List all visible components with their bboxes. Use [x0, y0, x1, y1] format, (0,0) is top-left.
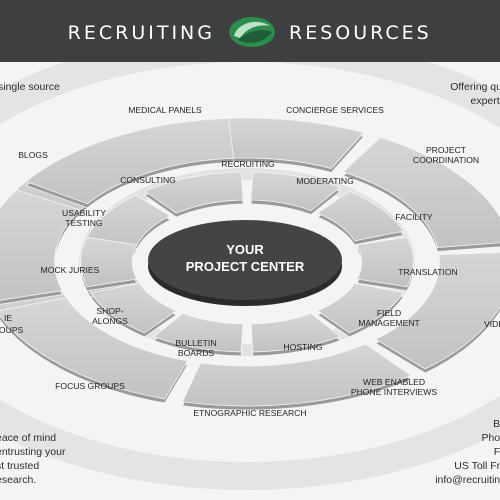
center-line-your: YOUR — [226, 242, 264, 257]
label-consulting: CONSULTING — [120, 175, 176, 185]
segment-translation — [316, 190, 405, 246]
segment-etnographic-research — [181, 343, 412, 411]
text-top-right-line: experti — [470, 95, 500, 107]
label-moderating: MODERATING — [296, 176, 354, 186]
label-bulletin-boards-1: BULLETIN — [175, 338, 216, 348]
segment-focus-groups — [0, 297, 189, 404]
segment-bulletin-boards — [250, 312, 341, 357]
label-translation: TRANSLATION — [398, 267, 458, 277]
label-shop-alongs-1: SHOP- — [96, 306, 123, 316]
label-medical-panels: MEDICAL PANELS — [128, 105, 202, 115]
center-ellipse: YOUR PROJECT CENTER — [148, 220, 342, 306]
text-top-left-line: single source — [0, 81, 60, 93]
segment-field-management — [356, 236, 414, 292]
brand-word-recruiting: RECRUITING — [67, 22, 215, 44]
label-concierge-services: CONCIERGE SERVICES — [286, 105, 384, 115]
segment-blogs — [25, 117, 235, 209]
label-project-coordination-1: PROJECT — [426, 145, 467, 155]
label-field-management-1: FIELD — [377, 308, 401, 318]
text-bottom-left-line: eace of mind — [0, 432, 57, 444]
segment-groups-partial — [0, 189, 82, 305]
header-bar: RECRUITING RESOURCES — [0, 0, 500, 62]
segment-shop-alongs — [153, 312, 244, 357]
ring-bands — [0, 62, 500, 490]
label-hosting: HOSTING — [283, 342, 322, 352]
brand-word-resources: RESOURCES — [289, 22, 432, 44]
label-focus-groups: FOCUS GROUPS — [55, 381, 125, 391]
center-line-project-center: PROJECT CENTER — [186, 259, 305, 274]
segment-hosting — [316, 282, 405, 338]
segment-facility — [250, 171, 341, 216]
text-bottom-left: eace of mind entrusting your st trusted … — [0, 431, 65, 487]
text-top-right: Offering qu experti — [450, 80, 500, 108]
label-shop-alongs-2: ALONGS — [92, 316, 128, 326]
label-blogs: BLOGS — [18, 150, 48, 160]
text-top-left-line: : — [0, 94, 60, 108]
text-bottom-left-line: st trusted — [0, 460, 40, 472]
text-top-left: single source : — [0, 80, 60, 108]
label-project-coordination-2: COORDINATION — [413, 155, 479, 165]
label-groups-partial-2: ROUPS — [0, 325, 24, 335]
ring-segments — [0, 117, 500, 411]
label-field-management-2: MANAGEMENT — [358, 318, 420, 328]
text-bottom-right-line: info@recruiting — [435, 474, 500, 486]
text-bottom-left-line: esearch. — [0, 474, 37, 486]
label-web-enabled-1: WEB ENABLED — [363, 377, 425, 387]
segment-video — [342, 136, 500, 252]
label-web-enabled-2: PHONE INTERVIEWS — [351, 387, 438, 397]
segment-moderating — [143, 171, 244, 218]
label-groups-partial-1: IE — [4, 313, 12, 323]
text-bottom-right-line: US Toll Fre — [454, 460, 500, 472]
label-facility: FACILITY — [395, 212, 433, 222]
text-bottom-right-line: Bu — [493, 418, 500, 430]
label-mock-juries: MOCK JURIES — [41, 265, 100, 275]
label-usability-testing-2: TESTING — [65, 218, 103, 228]
services-ring-diagram: YOUR PROJECT CENTER RECRUITING MODERATIN… — [0, 62, 500, 490]
segment-usability-testing — [80, 236, 138, 292]
text-bottom-right: Bu Phon Fa US Toll Fre info@recruiting — [435, 417, 500, 487]
label-usability-testing-1: USABILITY — [62, 208, 106, 218]
text-bottom-right-line: Fa — [493, 446, 500, 458]
text-bottom-left-line: entrusting your — [0, 446, 66, 458]
segment-web-enabled — [374, 252, 500, 374]
outer-ring-band — [0, 62, 500, 490]
text-top-right-line: Offering qu — [450, 81, 500, 93]
text-bottom-right-line: Phon — [481, 432, 500, 444]
label-etnographic-research: ETNOGRAPHIC RESEARCH — [193, 408, 306, 418]
green-swoosh-logo-icon — [229, 17, 275, 47]
label-bulletin-boards-2: BOARDS — [178, 348, 215, 358]
label-recruiting: RECRUITING — [221, 159, 275, 169]
label-video-partial: VIDE — [484, 319, 500, 329]
segment-mock-juries — [89, 282, 178, 338]
